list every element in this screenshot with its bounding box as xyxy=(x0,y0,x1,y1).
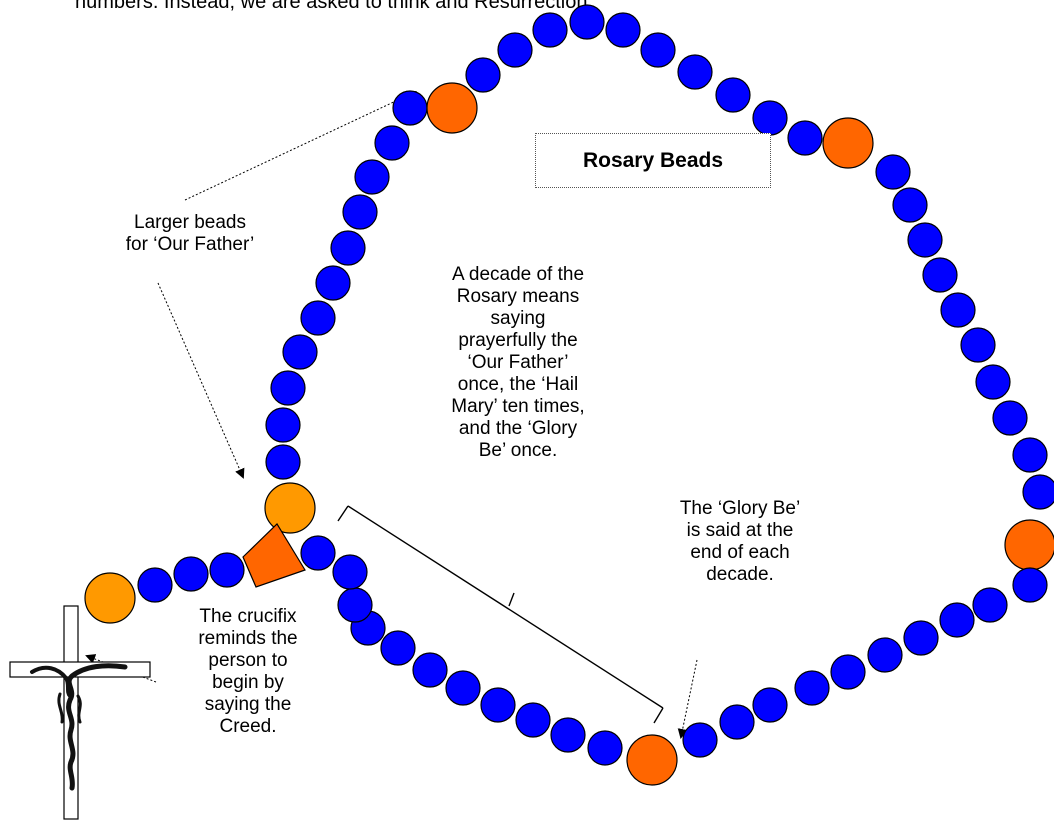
hail-mary-bead xyxy=(266,408,300,442)
hail-mary-bead xyxy=(923,258,957,292)
hail-mary-bead xyxy=(1013,438,1047,472)
hail-mary-bead xyxy=(1023,475,1054,509)
hail-mary-bead xyxy=(570,5,604,39)
label-decade-text: A decade of the Rosary means saying pray… xyxy=(451,264,584,461)
arrow-to-pendant-bead xyxy=(158,283,243,477)
hail-mary-bead xyxy=(271,371,305,405)
hail-mary-bead xyxy=(355,160,389,194)
hail-mary-bead xyxy=(481,688,515,722)
hail-mary-bead xyxy=(606,13,640,47)
hail-mary-bead xyxy=(976,365,1010,399)
hail-mary-bead xyxy=(393,91,427,125)
hail-mary-bead xyxy=(446,671,480,705)
our-father-bead xyxy=(1005,520,1054,570)
crucifix-icon xyxy=(10,606,150,819)
hail-mary-bead xyxy=(138,568,172,602)
label-larger-beads-text: Larger beads for ‘Our Father’ xyxy=(126,212,254,255)
hail-mary-bead xyxy=(375,126,409,160)
hail-mary-bead xyxy=(266,445,300,479)
hail-mary-bead xyxy=(831,655,865,689)
hail-mary-bead xyxy=(343,195,377,229)
centerpiece-medal xyxy=(243,524,305,587)
hail-mary-bead xyxy=(753,688,787,722)
hail-mary-bead xyxy=(973,588,1007,622)
hail-mary-bead xyxy=(720,705,754,739)
pendant-bead xyxy=(85,573,135,623)
label-glory-be: The ‘Glory Be’ is said at the end of eac… xyxy=(660,498,820,586)
label-crucifix: The crucifix reminds the person to begin… xyxy=(178,606,318,738)
hail-mary-bead xyxy=(940,603,974,637)
hail-mary-bead xyxy=(868,638,902,672)
hail-mary-bead xyxy=(993,401,1027,435)
hail-mary-bead xyxy=(466,58,500,92)
label-glory-be-text: The ‘Glory Be’ is said at the end of eac… xyxy=(680,498,800,585)
hail-mary-bead xyxy=(338,588,372,622)
our-father-bead xyxy=(427,83,477,133)
title-box: Rosary Beads xyxy=(535,133,771,188)
hail-mary-bead xyxy=(498,33,532,67)
hail-mary-bead xyxy=(316,266,350,300)
hail-mary-bead xyxy=(795,671,829,705)
hail-mary-bead xyxy=(333,555,367,589)
hail-mary-bead xyxy=(533,13,567,47)
pendant-bead xyxy=(265,483,315,533)
hail-mary-bead xyxy=(788,121,822,155)
label-decade: A decade of the Rosary means saying pray… xyxy=(428,264,608,462)
hail-mary-bead xyxy=(941,293,975,327)
our-father-bead xyxy=(823,118,873,168)
hail-mary-bead xyxy=(753,101,787,135)
hail-mary-bead xyxy=(174,557,208,591)
our-father-bead xyxy=(627,735,677,785)
hail-mary-bead xyxy=(893,188,927,222)
hail-mary-bead xyxy=(516,703,550,737)
hail-mary-bead xyxy=(961,328,995,362)
hail-mary-bead xyxy=(210,553,244,587)
hail-mary-bead xyxy=(641,33,675,67)
hail-mary-bead xyxy=(683,723,717,757)
hail-mary-bead xyxy=(301,301,335,335)
hail-mary-bead xyxy=(716,78,750,112)
hail-mary-bead xyxy=(1013,568,1047,602)
hail-mary-bead xyxy=(413,653,447,687)
hail-mary-bead xyxy=(551,718,585,752)
hail-mary-bead xyxy=(678,55,712,89)
hail-mary-bead xyxy=(301,536,335,570)
hail-mary-bead xyxy=(908,223,942,257)
hail-mary-bead xyxy=(283,335,317,369)
hail-mary-bead xyxy=(876,155,910,189)
label-crucifix-text: The crucifix reminds the person to begin… xyxy=(198,606,297,737)
hail-mary-bead xyxy=(588,731,622,765)
hail-mary-bead xyxy=(381,631,415,665)
label-larger-beads: Larger beads for ‘Our Father’ xyxy=(115,212,265,256)
hail-mary-bead xyxy=(331,231,365,265)
hail-mary-bead xyxy=(904,621,938,655)
diagram-title: Rosary Beads xyxy=(583,149,723,173)
